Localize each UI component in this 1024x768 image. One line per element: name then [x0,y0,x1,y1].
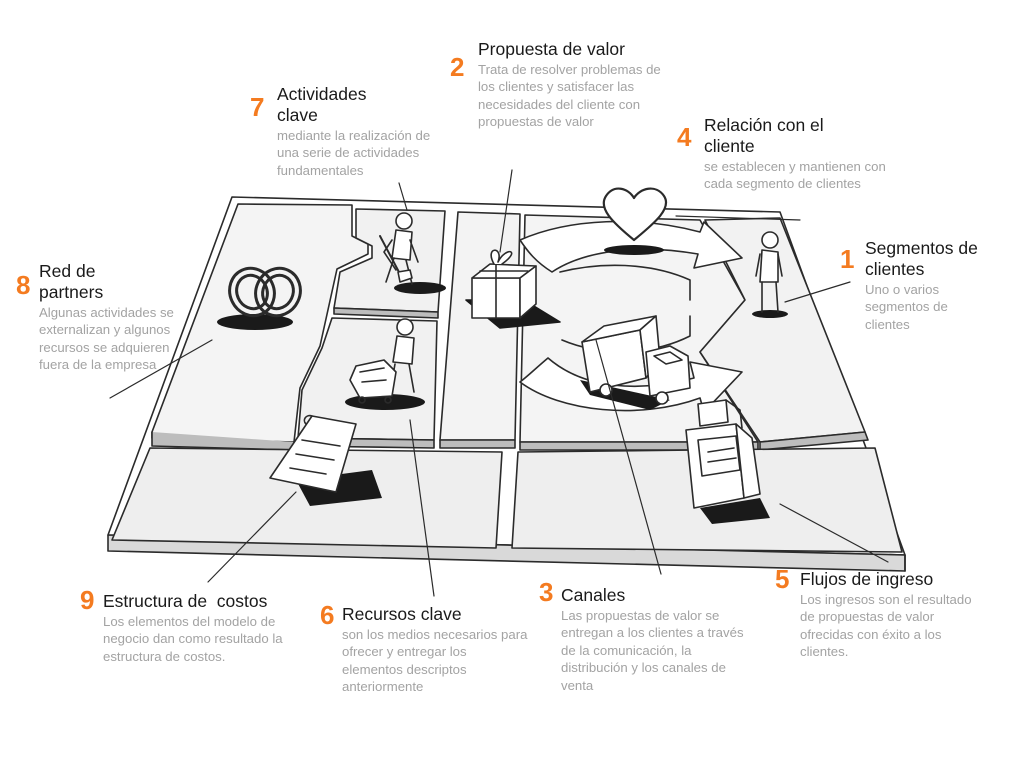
flujos-description: Los ingresos son el resultado de propues… [800,592,972,660]
cash-register-icon [685,399,770,524]
bill-document-icon [269,414,382,506]
worker-with-cart-icon [345,318,425,410]
segmentos-description: Uno o varios segmentos de clientes [865,282,948,332]
actividades-block: Actividades clave mediante la realizació… [277,84,447,179]
costos-description: Los elementos del modelo de negocio dan … [103,614,283,664]
relacion-number: 4 [677,122,692,152]
costos-block: Estructura de costos Los elementos del m… [103,591,313,665]
actividades-description: mediante la realización de una serie de … [277,128,431,178]
partners-title: Red de partners [39,261,104,302]
propuesta-number: 2 [450,52,465,82]
canales-title: Canales [561,585,626,605]
canales-number: 3 [539,577,554,607]
costos-number: 9 [80,585,95,615]
propuesta-title: Propuesta de valor [478,39,625,59]
flujos-number: 5 [775,564,790,594]
flujos-block: Flujos de ingreso Los ingresos son el re… [800,569,980,661]
segmentos-number: 1 [840,244,855,274]
costos-title: Estructura de costos [103,591,268,611]
segments-panel [699,217,869,451]
heart-icon [602,187,668,255]
canales-block: Canales Las propuestas de valor se entre… [561,585,761,694]
gift-box-icon [465,249,561,329]
relacion-block: Relación con el cliente se establecen y … [704,115,896,193]
partners-description: Algunas actividades se externalizan y al… [39,305,174,373]
recursos-title: Recursos clave [342,604,462,624]
segmentos-title: Segmentos de clientes [865,238,978,279]
chain-rings-icon [217,266,302,330]
actividades-title: Actividades clave [277,84,367,125]
flujos-title: Flujos de ingreso [800,569,934,589]
segmentos-block: Segmentos de clientes Uno o varios segme… [865,238,980,333]
partners-number: 8 [16,270,31,300]
propuesta-description: Trata de resolver problemas de los clien… [478,62,661,130]
canales-description: Las propuestas de valor se entregan a lo… [561,608,744,693]
propuesta-block: Propuesta de valor Trata de resolver pro… [478,39,663,131]
actividades-number: 7 [250,92,265,122]
partners-block: Red de partners Algunas actividades se e… [39,261,189,374]
relacion-title: Relación con el cliente [704,115,824,156]
worker-digging-icon [379,212,446,294]
recursos-number: 6 [320,600,335,630]
customer-figure-icon [752,231,788,318]
relacion-description: se establecen y mantienen con cada segme… [704,159,886,192]
recursos-description: son los medios necesarios para ofrecer y… [342,627,528,695]
recursos-block: Recursos clave son los medios necesarios… [342,604,532,696]
leader-lines [109,169,889,597]
